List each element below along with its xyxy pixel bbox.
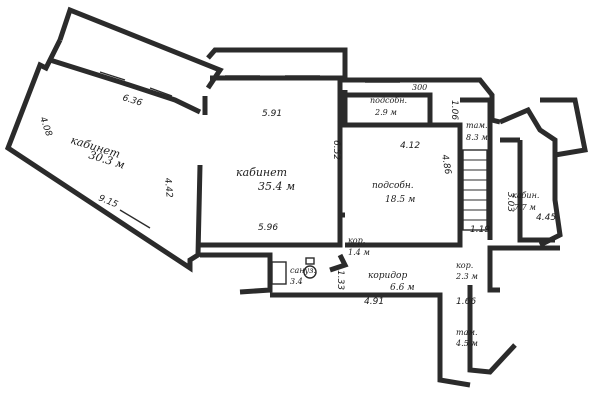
staircase [462, 149, 488, 231]
dimension-label: 4.08 [37, 116, 53, 139]
wall-podsob [342, 90, 463, 248]
room-koridor-name: коридор [368, 271, 407, 281]
wall-cab3 [500, 137, 555, 243]
room-kor1-name: кор. [348, 236, 365, 245]
dimension-label: 3.03 [505, 192, 515, 212]
wall-main-inner [200, 75, 343, 248]
dimension-label: 6.36 [121, 93, 143, 109]
wall-kor1 [329, 212, 349, 273]
room-san-name: сануз. [290, 266, 316, 275]
room-podsob2-prefix: 300 [412, 83, 427, 92]
room-tam2-name: там. [456, 328, 478, 337]
wall-right-annex [499, 106, 563, 248]
room-koridor-area: 6.6 м [390, 283, 415, 293]
dimension-label: 1.66 [456, 297, 476, 307]
room-podsob2-name: подсобн. [370, 96, 407, 105]
room-san-area: 3.4 [290, 277, 303, 286]
dimension-label: 4.12 [400, 141, 420, 151]
dimension-label: 4.42 [162, 177, 174, 198]
room-cab3-name: кабин. [512, 191, 539, 200]
dimension-label: 1.06 [449, 100, 459, 120]
dimension-label: 4.91 [364, 297, 384, 307]
dimension-label: 5.91 [262, 109, 282, 119]
room-cab3-area: 7.7 м [514, 203, 536, 212]
dimension-label: 5.96 [258, 223, 278, 233]
room-kor2-area: 2.3 м [455, 272, 478, 281]
wall-lower-center [200, 252, 471, 388]
wall-left-wing [4, 6, 224, 273]
room-podsob1-area: 18.5 м [385, 195, 415, 205]
room-kor2-name: кор. [456, 261, 473, 270]
wall-lower-right [467, 245, 560, 375]
sanitary-fixtures [271, 257, 317, 285]
room-podsob2-area: 2.9 м [374, 108, 397, 117]
wall-tam [460, 97, 493, 240]
windows [14, 71, 400, 229]
room-tam-name: там. [466, 121, 488, 130]
room-tam-area: 8.3 м [466, 133, 488, 142]
room-podsob1-name: подсобн. [372, 180, 414, 191]
dimension-label: 1.33 [335, 270, 345, 290]
room-cab2-area: 35.4 м [258, 180, 295, 193]
wall-annex-box [540, 97, 588, 158]
wall-podsob-small [345, 92, 433, 125]
dimension-label: 6.52 [331, 140, 341, 160]
dimension-label: 4.86 [439, 154, 452, 176]
dimension-label: 4.45 [536, 213, 556, 223]
dimension-label: 1.19 [470, 225, 490, 235]
room-kor1-area: 1.4 м [348, 248, 370, 257]
wall-left-wing-inner [49, 57, 202, 115]
room-tam2-area: 4.5 м [455, 339, 478, 348]
room-cab2-name: кабинет [236, 166, 287, 179]
